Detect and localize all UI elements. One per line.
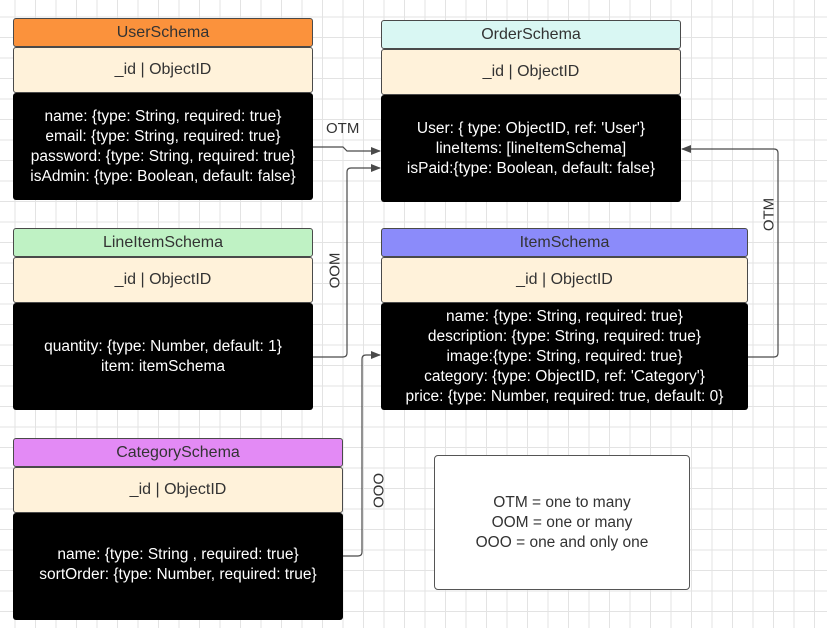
category-schema-title: CategorySchema: [13, 438, 343, 467]
user-field-name: name: {type: String, required: true}: [44, 107, 282, 125]
lineitem-schema-title: LineItemSchema: [13, 228, 313, 257]
legend-box: OTM = one to many OOM = one or many OOO …: [434, 455, 690, 590]
connector-user-order: [313, 146, 381, 155]
user-schema-id: _id | ObjectID: [13, 47, 313, 93]
label-lineitem-order: OOM: [326, 252, 344, 289]
lineitem-field-quantity: quantity: {type: Number, default: 1}: [44, 337, 282, 355]
order-schema-title: OrderSchema: [381, 20, 681, 49]
item-field-price: price: {type: Number, required: true, de…: [405, 387, 724, 405]
order-field-lineitems: lineItems: [lineItemSchema]: [435, 139, 627, 157]
category-schema-id: _id | ObjectID: [13, 467, 343, 513]
order-schema-id: _id | ObjectID: [381, 49, 681, 95]
connector-item-order: [681, 145, 779, 358]
item-schema-id: _id | ObjectID: [381, 257, 748, 303]
lineitem-schema-id: _id | ObjectID: [13, 257, 313, 303]
user-schema-title: UserSchema: [13, 18, 313, 47]
label-item-order: OTM: [760, 197, 778, 232]
item-field-image: image:{type: String, required: true}: [446, 347, 683, 365]
order-schema-fields: User: { type: ObjectID, ref: 'User'} lin…: [381, 95, 681, 202]
lineitem-schema-fields: quantity: {type: Number, default: 1} ite…: [13, 303, 313, 410]
legend-ooo: OOO = one and only one: [475, 533, 649, 551]
item-field-name: name: {type: String, required: true}: [446, 307, 683, 325]
user-field-password: password: {type: String, required: true}: [30, 147, 296, 165]
order-field-user: User: { type: ObjectID, ref: 'User'}: [416, 119, 646, 137]
user-field-isadmin: isAdmin: {type: Boolean, default: false}: [30, 167, 296, 185]
connector-category-item: [343, 351, 381, 557]
label-category-item: OOO: [370, 473, 388, 509]
label-user-order: OTM: [326, 120, 360, 137]
legend-oom: OOM = one or many: [491, 513, 633, 531]
legend-otm: OTM = one to many: [493, 493, 631, 511]
category-field-name: name: {type: String , required: true}: [57, 546, 299, 563]
item-schema-fields: name: {type: String, required: true} des…: [381, 303, 748, 410]
order-field-ispaid: isPaid:{type: Boolean, default: false}: [406, 159, 656, 177]
category-schema-fields: name: {type: String , required: true} so…: [13, 513, 343, 620]
item-schema-title: ItemSchema: [381, 228, 748, 257]
user-schema-fields: name: {type: String, required: true} ema…: [13, 93, 313, 200]
user-field-email: email: {type: String, required: true}: [45, 127, 281, 145]
item-field-category: category: {type: ObjectID, ref: 'Categor…: [424, 367, 705, 385]
lineitem-field-item: item: itemSchema: [100, 357, 226, 375]
item-field-description: description: {type: String, required: tr…: [427, 327, 702, 345]
category-field-sortorder: sortOrder: {type: Number, required: true…: [39, 566, 317, 583]
connector-lineitem-order: [313, 164, 381, 358]
